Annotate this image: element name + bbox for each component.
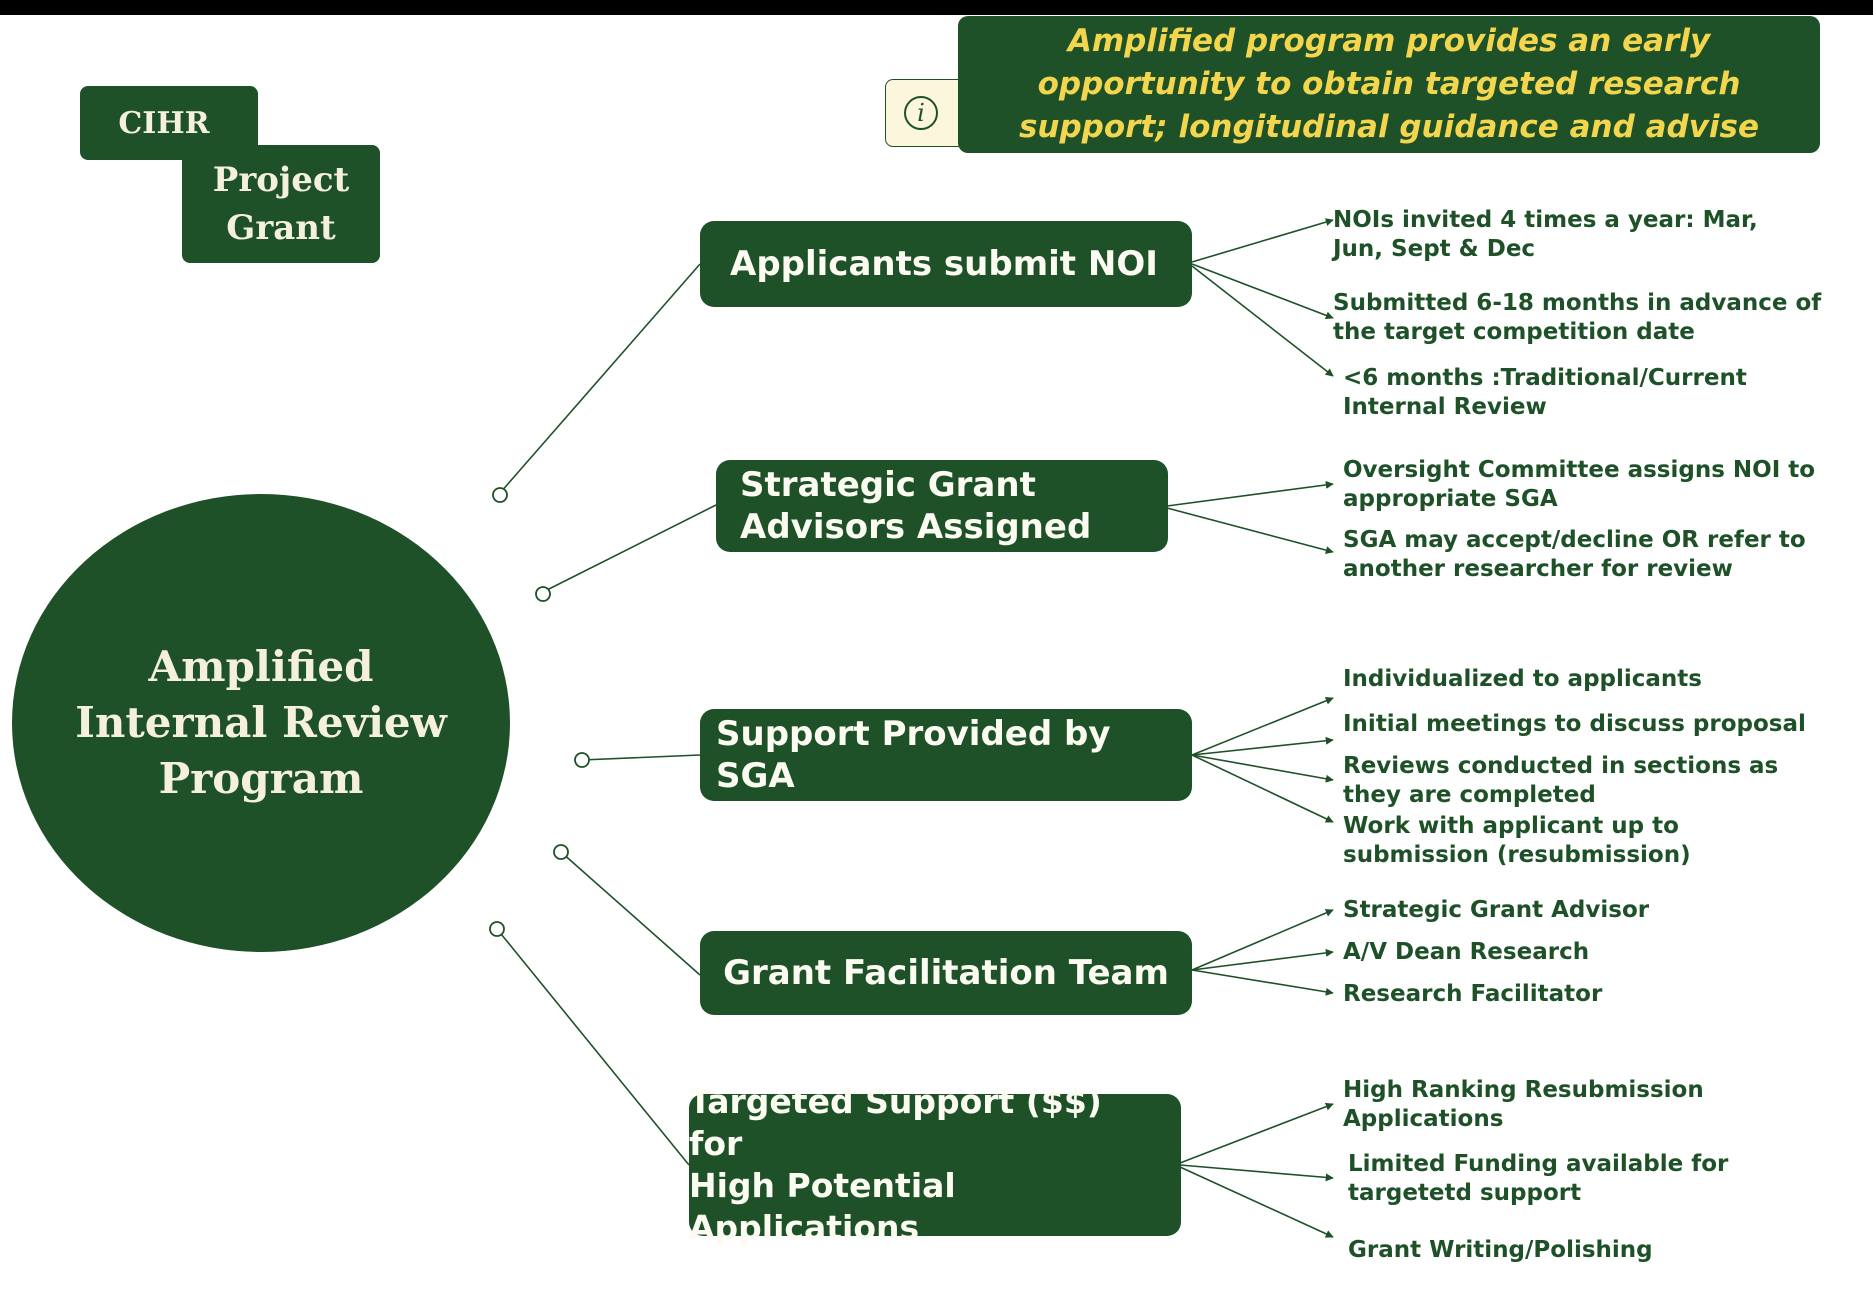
link-node-1-leaf-2 [1191,263,1334,320]
connector-dot [492,487,508,503]
info-icon[interactable]: i [904,96,938,130]
link-node-4-leaf-1 [1191,909,1334,971]
connector-dot [535,586,551,602]
node-strategic-grant-advisors: Strategic Grant Advisors Assigned [716,460,1168,552]
project-grant-text: Project Grant [212,160,350,248]
link-node-2-leaf-1 [1166,480,1334,507]
leaf-less-than-six-months: <6 months :Traditional/Current Internal … [1343,364,1747,422]
link-node-3-leaf-2 [1191,736,1334,756]
leaf-strategic-grant-advisor: Strategic Grant Advisor [1343,896,1649,925]
leaf-text: Reviews conducted in sections as they ar… [1343,753,1779,808]
link-node-5-leaf-3 [1179,1166,1334,1238]
link-node-4-leaf-2 [1191,948,1334,971]
node-label: Applicants submit NOI [730,244,1158,284]
leaf-limited-funding: Limited Funding available for targetetd … [1348,1150,1728,1208]
connector-dot [489,921,505,937]
node-label: Targeted Support ($$) for High Potential… [689,1082,1102,1247]
link-node-3-leaf-1 [1191,696,1334,756]
leaf-text: NOIs invited 4 times a year: Mar, Jun, S… [1333,207,1758,262]
node-targeted-support: Targeted Support ($$) for High Potential… [689,1082,1181,1247]
node-label: Strategic Grant Advisors Assigned [740,465,1092,547]
node-label: Grant Facilitation Team [723,953,1169,993]
link-node-1-leaf-3 [1191,265,1334,377]
leaf-text: Strategic Grant Advisor [1343,897,1650,923]
leaf-text: <6 months :Traditional/Current Internal … [1343,365,1747,420]
leaf-av-dean-research: A/V Dean Research [1343,938,1589,967]
leaf-work-with-applicant: Work with applicant up to submission (re… [1343,812,1691,870]
top-border [0,0,1873,15]
connector-dot [553,844,569,860]
leaf-text: Individualized to applicants [1343,666,1702,692]
leaf-sga-accept-decline: SGA may accept/decline OR refer to anoth… [1343,526,1806,584]
leaf-text: Work with applicant up to submission (re… [1343,813,1691,868]
link-center-node-4 [560,851,701,976]
link-node-5-leaf-2 [1179,1164,1334,1182]
leaf-oversight-committee: Oversight Committee assigns NOI to appro… [1343,456,1815,514]
program-summary-banner: Amplified program provides an early oppo… [958,16,1820,153]
node-label: Support Provided by SGA [716,714,1111,796]
leaf-submitted-advance: Submitted 6-18 months in advance of the … [1333,289,1821,347]
leaf-noi-invited: NOIs invited 4 times a year: Mar, Jun, S… [1333,206,1758,264]
leaf-initial-meetings: Initial meetings to discuss proposal [1343,710,1806,739]
info-box[interactable]: i [885,79,971,147]
link-node-2-leaf-2 [1166,507,1334,555]
leaf-text: Limited Funding available for targetetd … [1348,1151,1729,1206]
leaf-text: High Ranking Resubmission Applications [1343,1077,1704,1132]
center-title: Amplified Internal Review Program [75,642,447,803]
leaf-text: A/V Dean Research [1343,939,1590,965]
link-node-1-leaf-1 [1191,218,1334,263]
connector-dot [574,752,590,768]
link-node-4-leaf-3 [1191,969,1334,996]
link-center-node-3 [581,754,701,761]
project-grant-label: Project Grant [182,145,380,263]
leaf-text: Oversight Committee assigns NOI to appro… [1343,457,1816,512]
link-node-3-leaf-4 [1191,754,1334,823]
link-center-node-2 [542,504,717,593]
leaf-text: SGA may accept/decline OR refer to anoth… [1343,527,1806,582]
link-center-node-5 [496,928,690,1166]
link-node-3-leaf-3 [1191,754,1334,783]
banner-text: Amplified program provides an early oppo… [1018,23,1760,145]
leaf-grant-writing: Grant Writing/Polishing [1348,1236,1653,1265]
link-node-5-leaf-1 [1179,1102,1334,1164]
leaf-high-ranking-resubmission: High Ranking Resubmission Applications [1343,1076,1704,1134]
link-center-node-1 [499,263,701,494]
center-program-circle: Amplified Internal Review Program [12,494,510,952]
node-support-provided-by-sga: Support Provided by SGA [700,709,1192,801]
leaf-text: Initial meetings to discuss proposal [1343,711,1806,737]
leaf-text: Grant Writing/Polishing [1348,1237,1653,1263]
leaf-text: Submitted 6-18 months in advance of the … [1333,290,1822,345]
leaf-research-facilitator: Research Facilitator [1343,980,1602,1009]
node-applicants-submit-noi: Applicants submit NOI [700,221,1192,307]
node-grant-facilitation-team: Grant Facilitation Team [700,931,1192,1015]
leaf-individualized: Individualized to applicants [1343,665,1702,694]
leaf-reviews-sections: Reviews conducted in sections as they ar… [1343,752,1778,810]
leaf-text: Research Facilitator [1343,981,1603,1007]
